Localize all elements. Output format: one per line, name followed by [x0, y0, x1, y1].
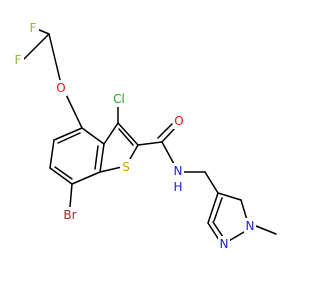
- bond-camide-o: [161, 126, 177, 143]
- bond-c4-c5: [53, 127, 83, 141]
- bond-n1-methyl: [255, 225, 277, 235]
- atom-n-pyrazole-1: N: [246, 219, 255, 233]
- atom-f-top: F: [30, 21, 37, 35]
- bond-c4pyr-c5pyr: [217, 192, 242, 201]
- atom-br: Br: [63, 208, 76, 222]
- bond-c4-c5-inner: [57, 132, 81, 144]
- atom-s: S: [122, 160, 130, 174]
- bond-c6-c7-inner: [54, 166, 73, 180]
- bond-c6-c7: [49, 167, 73, 185]
- bond-c3a-c3: [103, 122, 119, 145]
- atom-o-carbonyl: O: [174, 114, 183, 128]
- bond-c3-c2-inner: [118, 128, 134, 146]
- bond-c3pyr-c4pyr: [207, 192, 219, 224]
- bond-c2-camide: [137, 141, 163, 146]
- bond-ch2-c4pyr: [204, 171, 219, 194]
- atom-f-left: F: [15, 53, 22, 67]
- atom-labels: F F O Cl O S N H Br N N: [12, 20, 256, 252]
- bond-f2-chf2: [23, 33, 50, 60]
- bond-camide-o-double: [157, 123, 173, 139]
- atom-n-pyrazole-2: N: [220, 237, 229, 251]
- atom-n-amide: N: [174, 164, 183, 178]
- bond-c7-c7a: [71, 171, 101, 185]
- bond-camide-n: [161, 141, 175, 165]
- bond-c5-c6: [49, 139, 55, 169]
- bond-c3a-c4: [81, 127, 105, 145]
- bond-chf2-o: [48, 33, 62, 85]
- bond-c5pyr-n1: [240, 199, 248, 221]
- bond-c3-c2: [117, 122, 139, 146]
- bond-c7a-c3a-inner: [94, 145, 99, 170]
- bond-c7a-c3a: [99, 143, 105, 173]
- bond-c3pyr-c4pyr-inner: [213, 197, 223, 222]
- atom-h-amide: H: [173, 180, 182, 194]
- molecule-structure: F F O Cl O S N H Br N N: [12, 20, 277, 252]
- atom-cl: Cl: [113, 92, 125, 106]
- bond-c7-br: [69, 183, 73, 208]
- atom-o-ether: O: [56, 81, 65, 95]
- bond-n2-c3pyr-inner: [212, 221, 224, 238]
